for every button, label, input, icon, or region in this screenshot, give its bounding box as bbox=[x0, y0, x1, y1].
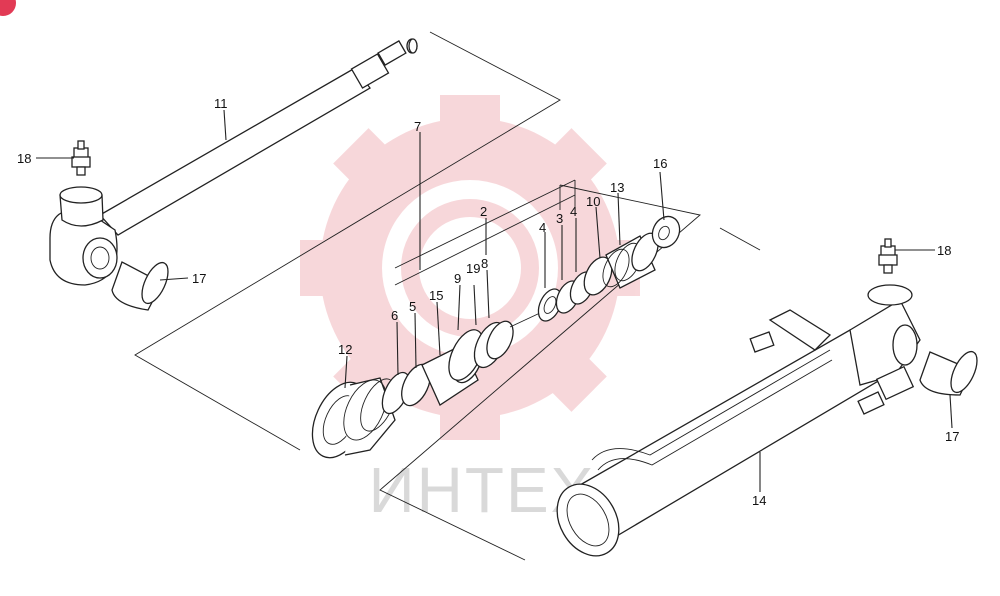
corner-badge bbox=[0, 0, 16, 16]
callout-7: 7 bbox=[414, 119, 421, 134]
callout-19: 19 bbox=[466, 261, 480, 276]
callout-10: 10 bbox=[586, 194, 600, 209]
callout-labels: 18 11 17 7 2 3 4 4 10 13 16 9 19 8 6 5 1… bbox=[17, 96, 959, 508]
bushing-part-left bbox=[111, 261, 169, 311]
watermark-text: ИНТЕХ bbox=[369, 454, 596, 526]
cylinder-barrel-part bbox=[556, 284, 921, 557]
grease-nipple-icon bbox=[71, 140, 91, 176]
callout-2: 2 bbox=[480, 204, 487, 219]
callout-8: 8 bbox=[481, 256, 488, 271]
callout-9: 9 bbox=[454, 271, 461, 286]
callout-17-right: 17 bbox=[945, 429, 959, 444]
callout-14: 14 bbox=[752, 493, 766, 508]
callout-13: 13 bbox=[610, 180, 624, 195]
callout-5: 5 bbox=[409, 299, 416, 314]
leader-lines bbox=[36, 109, 953, 492]
bushing-part-right bbox=[919, 350, 978, 396]
seal-stack-parts bbox=[311, 38, 681, 459]
grease-nipple-icon bbox=[878, 238, 898, 274]
callout-6: 6 bbox=[391, 308, 398, 323]
callout-11: 11 bbox=[214, 96, 228, 111]
piston-rod-part bbox=[49, 38, 418, 286]
watermark-gear-icon bbox=[300, 95, 640, 440]
callout-18-left: 18 bbox=[17, 151, 31, 166]
callout-4b: 4 bbox=[570, 204, 577, 219]
callout-12: 12 bbox=[338, 342, 352, 357]
callout-4a: 4 bbox=[539, 220, 546, 235]
callout-15: 15 bbox=[429, 288, 443, 303]
callout-18-right: 18 bbox=[937, 243, 951, 258]
callout-17-left: 17 bbox=[192, 271, 206, 286]
callout-16: 16 bbox=[653, 156, 667, 171]
assembly-guide-lines bbox=[134, 31, 761, 561]
callout-3: 3 bbox=[556, 211, 563, 226]
